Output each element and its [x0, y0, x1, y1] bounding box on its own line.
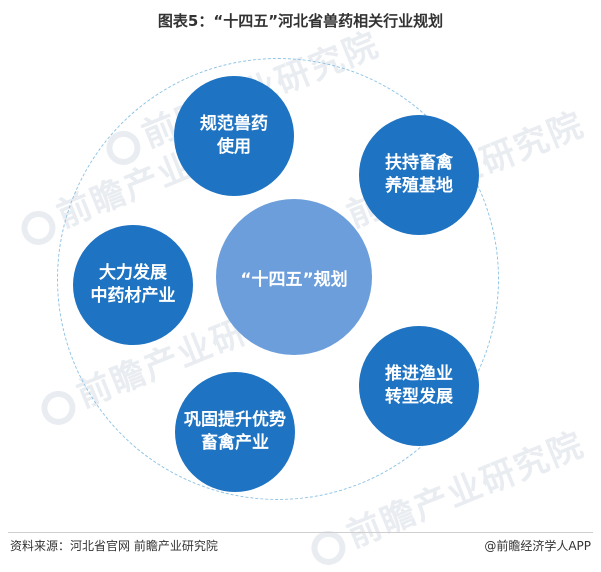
- node-label-line1: 大力发展: [99, 263, 167, 283]
- center-node-label: “十四五”规划: [240, 269, 348, 290]
- node-label-line1: 规范兽药: [200, 114, 268, 134]
- source-note: 资料来源：河北省官网 前瞻产业研究院: [10, 539, 218, 553]
- center-node: “十四五”规划: [216, 199, 372, 355]
- dashed-orbit-ring: [57, 58, 499, 500]
- node-strengthen-livestock-industry: 巩固提升优势 畜禽产业: [175, 372, 295, 492]
- node-label-line1: 巩固提升优势: [184, 410, 286, 430]
- node-label-line2: 使用: [217, 137, 251, 157]
- watermark-logo-icon: [16, 205, 61, 250]
- node-label-line2: 畜禽产业: [201, 433, 269, 453]
- node-support-livestock-bases: 扶持畜禽 养殖基地: [359, 115, 479, 235]
- chart-title: 图表5：“十四五”河北省兽药相关行业规划: [157, 12, 444, 30]
- brand-text: @前瞻经济学人APP: [484, 539, 591, 553]
- node-fishery-transformation: 推进渔业 转型发展: [359, 326, 479, 446]
- brand-credit: @前瞻经济学人APP: [484, 537, 591, 554]
- node-label-line2: 转型发展: [385, 387, 453, 407]
- node-label-line1: 扶持畜禽: [385, 153, 453, 173]
- watermark-logo-icon: [36, 385, 81, 430]
- node-label-line2: 中药材产业: [90, 286, 176, 306]
- footer-divider: [8, 532, 593, 533]
- node-label-line2: 养殖基地: [385, 176, 453, 196]
- node-regulate-vet-drug-use: 规范兽药 使用: [174, 76, 294, 196]
- node-label-line1: 推进渔业: [385, 364, 453, 384]
- node-develop-herbal-medicine: 大力发展 中药材产业: [73, 225, 193, 345]
